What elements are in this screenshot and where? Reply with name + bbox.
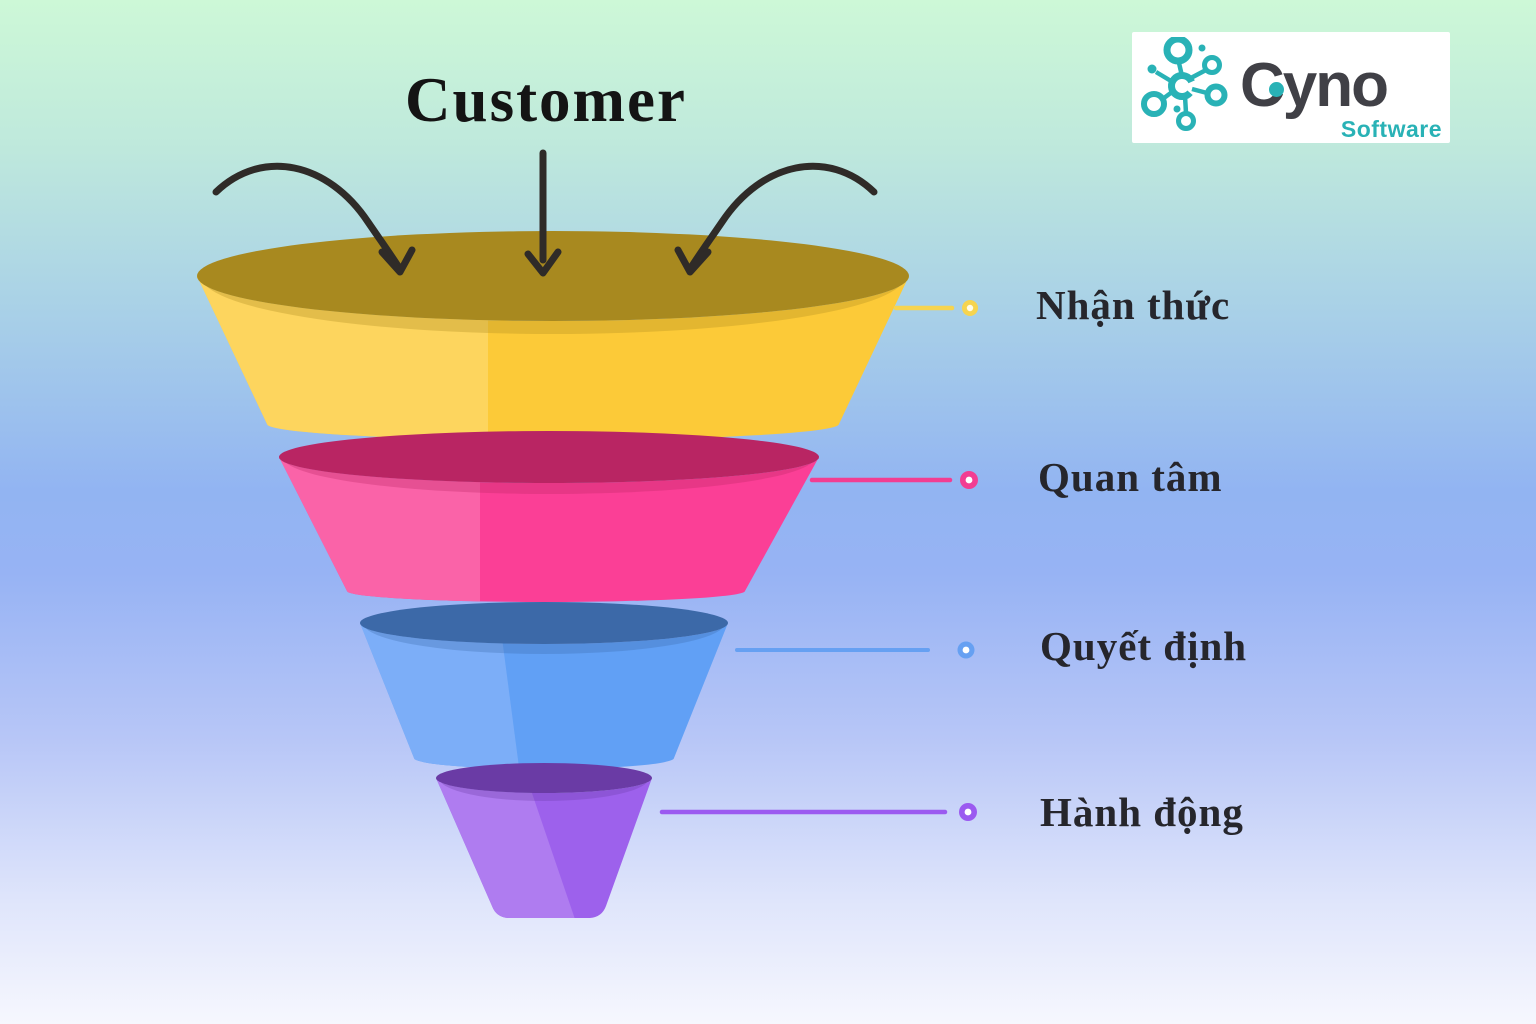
funnel-tier-action: [436, 763, 652, 918]
stage-label-awareness: Nhận thức: [1036, 282, 1231, 328]
inflow-arrows: [212, 149, 878, 277]
tier-top-ellipse: [360, 602, 728, 644]
connector-dot-center: [962, 646, 970, 654]
stage-label-interest: Quan tâm: [1038, 454, 1223, 500]
page-title: Customer: [405, 65, 687, 135]
funnel-tier-decision: [360, 602, 728, 769]
stage-label-action: Hành động: [1040, 789, 1244, 835]
brand-subtitle: Software: [1340, 116, 1442, 142]
arrow-down-middle-icon: [524, 149, 562, 277]
tier-top-ellipse: [436, 763, 652, 793]
funnel-tier-awareness: [197, 231, 909, 440]
funnel-tier-interest: [279, 431, 819, 602]
tier-top-ellipse: [279, 431, 819, 483]
stage-label-decision: Quyết định: [1040, 623, 1248, 669]
arrow-down-right-icon: [674, 162, 878, 276]
brand-c-dot-icon: [1269, 82, 1284, 97]
connector-dot-center: [965, 476, 973, 484]
arrow-down-left-icon: [212, 162, 416, 276]
tier-top-ellipse: [197, 231, 909, 321]
brand-logo: Cyno Software: [1132, 32, 1450, 143]
connector-dot-center: [964, 808, 972, 816]
connector-dot-center: [966, 304, 974, 312]
stage-connectors: [659, 300, 978, 821]
network-nodes-icon: [1141, 37, 1228, 131]
brand-name: Cyno: [1240, 51, 1389, 120]
